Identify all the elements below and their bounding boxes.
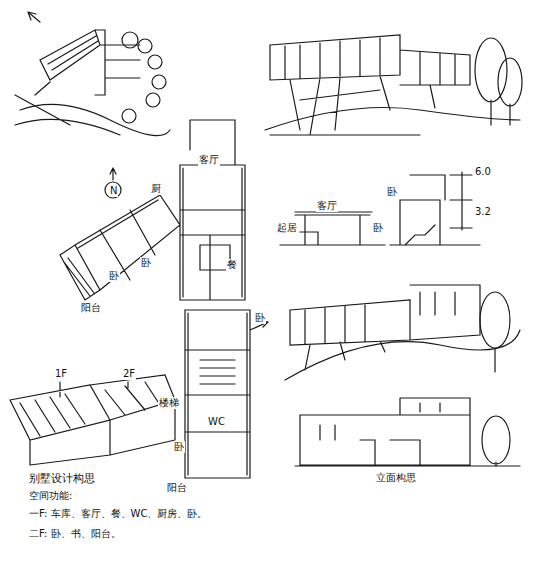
tree-outline — [475, 38, 522, 125]
room-label: 客厅 — [198, 154, 220, 166]
floor-plan — [60, 120, 245, 300]
tree-circles — [122, 32, 166, 123]
axonometric-sketch — [10, 375, 175, 465]
room-label: 一F: 车库、客厅、餐、WC、厨房、卧。 — [28, 508, 208, 520]
room-label: 卧 — [254, 312, 266, 324]
north-arrow — [105, 168, 121, 198]
room-label: 卧 — [108, 270, 120, 282]
room-label: 阳台 — [80, 302, 102, 314]
site-sketch — [15, 12, 170, 136]
room-label: N — [109, 185, 118, 197]
room-label: 空间功能: — [28, 490, 73, 502]
room-label: 卧 — [173, 441, 185, 453]
room-label: 3.2 — [474, 206, 492, 218]
room-label: 立面构思 — [375, 472, 417, 484]
room-label: 6.0 — [474, 166, 492, 178]
perspective-view — [265, 35, 520, 135]
tree-outline — [482, 416, 510, 466]
tree-outline — [480, 292, 510, 372]
floor-plan — [185, 310, 268, 478]
perspective-view — [285, 285, 520, 380]
room-label: 卧 — [140, 257, 152, 269]
room-label: 2F — [122, 368, 136, 380]
room-label: 厨 — [150, 183, 162, 195]
sheet-title: 别墅设计构思 — [28, 473, 96, 486]
room-label: 起居 — [276, 222, 298, 234]
room-label: 阳台 — [166, 482, 188, 494]
room-label: WC — [207, 416, 226, 428]
room-label: 客厅 — [316, 200, 338, 212]
section-sketch — [280, 172, 480, 245]
room-label: 二F: 卧、书、阳台。 — [28, 528, 122, 540]
room-label: 楼梯 — [158, 397, 180, 409]
room-label: 1F — [54, 368, 68, 380]
room-label: 卧 — [372, 222, 384, 234]
room-label: 卧 — [386, 186, 398, 198]
elevation-sketch — [295, 398, 520, 466]
room-label: 餐 — [226, 259, 238, 271]
